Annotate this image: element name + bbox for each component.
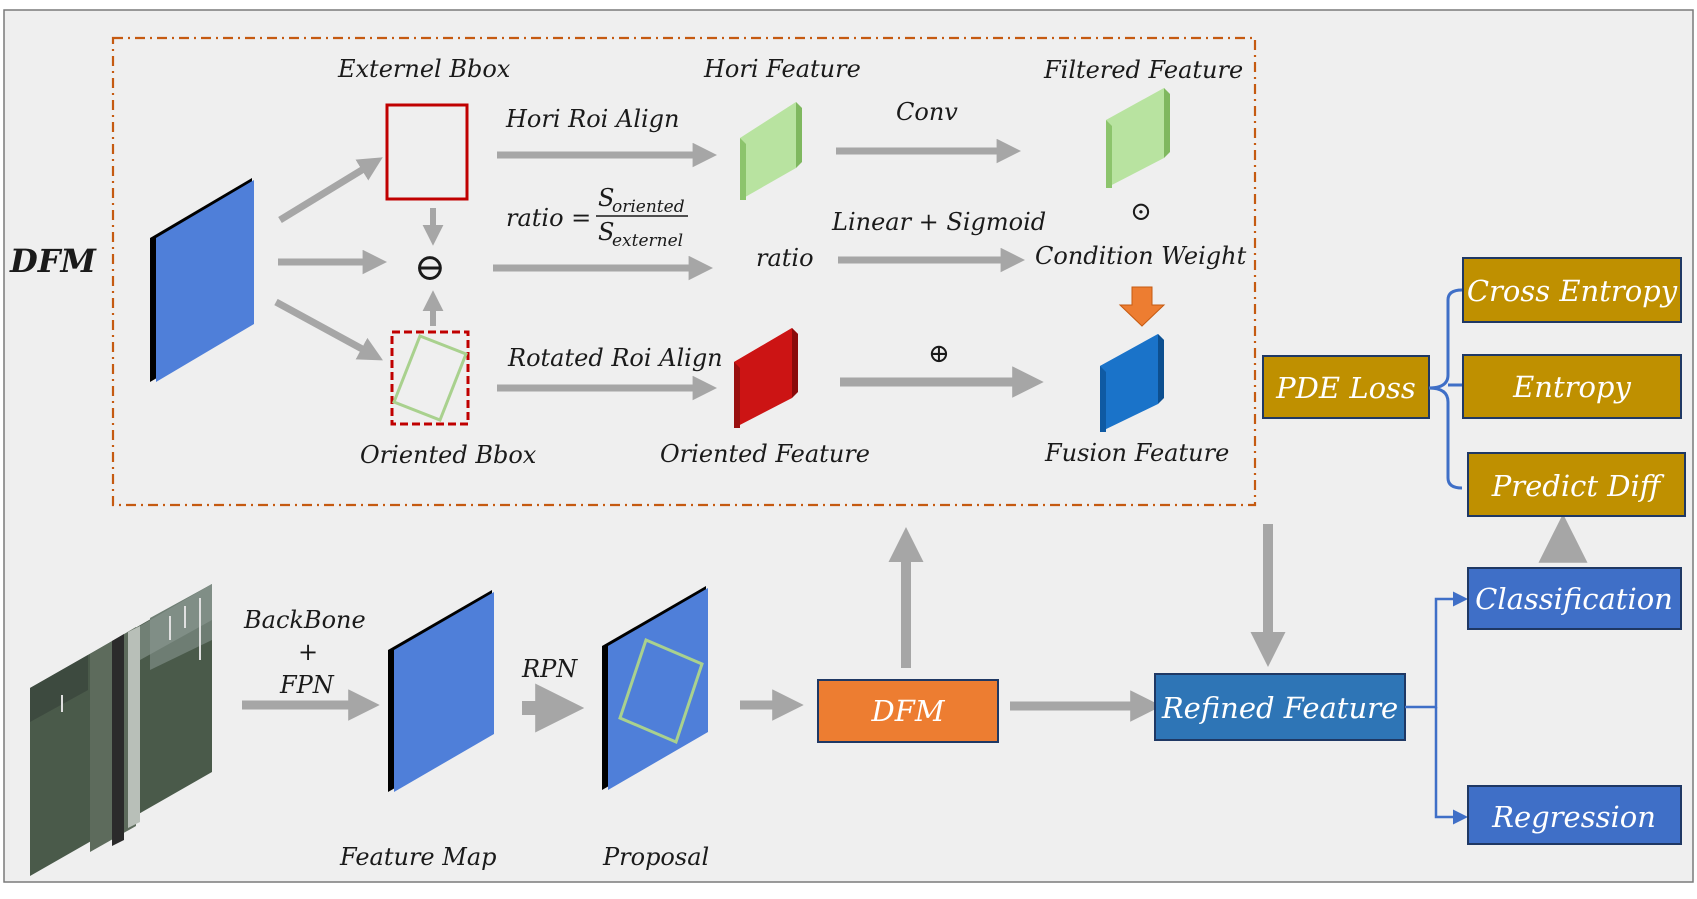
orange-down-arrow: [1118, 286, 1166, 327]
filtered-feature-label: Filtered Feature: [1043, 56, 1243, 84]
oriented-feature-block: [734, 328, 798, 428]
oriented-bbox-label: Oriented Bbox: [360, 441, 537, 469]
ratio-value-label: ratio: [756, 244, 814, 272]
feature-map-block: [388, 590, 494, 792]
entropy-label: Entropy: [1512, 370, 1631, 404]
feature-map-label: Feature Map: [339, 843, 497, 871]
backbone-plus: +: [298, 638, 318, 666]
predict-diff-box: [1467, 452, 1686, 517]
connector-to-classification: [1405, 591, 1468, 709]
arrow-to-oriented-bbox: [274, 298, 383, 361]
fusion-feature-block: [1100, 334, 1164, 432]
ratio-denominator-sub: externel: [612, 231, 683, 251]
input-aerial-image: [30, 584, 212, 876]
connector-to-regression: [1434, 707, 1468, 825]
input-feature-map: [150, 178, 254, 382]
classification-label: Classification: [1475, 582, 1673, 616]
hori-roi-align-label: Hori Roi Align: [505, 105, 679, 133]
classification-box: [1467, 567, 1682, 630]
conv-label: Conv: [896, 98, 958, 126]
entropy-box: [1462, 354, 1682, 419]
rotated-roi-align-label: Rotated Roi Align: [507, 344, 723, 372]
proposal-label: Proposal: [602, 843, 709, 871]
dfm-module-title: DFM: [9, 242, 97, 280]
ratio-numerator-sub: oriented: [612, 197, 685, 217]
dfm-module-border: [111, 36, 1257, 507]
brace-to-cross-entropy: [1428, 288, 1463, 390]
cross-entropy-box: [1462, 257, 1682, 323]
brace-to-predict-diff: [1428, 386, 1463, 490]
hori-feature-label: Hori Feature: [703, 55, 861, 83]
externel-bbox-label: Externel Bbox: [337, 55, 511, 83]
minus-symbol: ⊖: [414, 245, 446, 289]
ratio-formula-lhs: ratio =: [506, 204, 591, 232]
externel-bbox-icon: [385, 103, 469, 201]
dfm-box: [817, 679, 999, 743]
ratio-numerator: S: [598, 184, 614, 212]
fpn-label: FPN: [279, 671, 335, 699]
cross-entropy-label: Cross Entropy: [1467, 274, 1678, 308]
ratio-formula: ratio = S oriented S externel: [506, 184, 688, 251]
rpn-label: RPN: [521, 655, 578, 683]
condition-weight-label: Condition Weight: [1035, 242, 1247, 270]
proposal-block: [602, 586, 708, 790]
oriented-bbox-inner-rect: [392, 334, 468, 422]
regression-label: Regression: [1491, 800, 1656, 834]
regression-box: [1467, 785, 1682, 845]
oriented-bbox-icon: [390, 330, 470, 426]
ratio-denominator: S: [598, 218, 614, 246]
oriented-feature-label: Oriented Feature: [660, 440, 870, 468]
refined-feature-box: [1154, 673, 1406, 741]
fusion-feature-label: Fusion Feature: [1044, 439, 1229, 467]
arrow-to-externel-bbox: [278, 157, 383, 223]
dfm-box-label: DFM: [870, 694, 945, 728]
linear-sigmoid-label: Linear + Sigmoid: [831, 208, 1046, 236]
backbone-label: BackBone: [243, 606, 366, 634]
refined-feature-label: Refined Feature: [1161, 691, 1398, 725]
pde-loss-label: PDE Loss: [1275, 371, 1416, 405]
predict-diff-label: Predict Diff: [1491, 469, 1665, 503]
odot-symbol: ⊙: [1130, 197, 1152, 227]
oplus-symbol: ⊕: [928, 339, 950, 369]
filtered-feature-block: [1106, 88, 1170, 188]
hori-feature-block: [740, 102, 802, 200]
